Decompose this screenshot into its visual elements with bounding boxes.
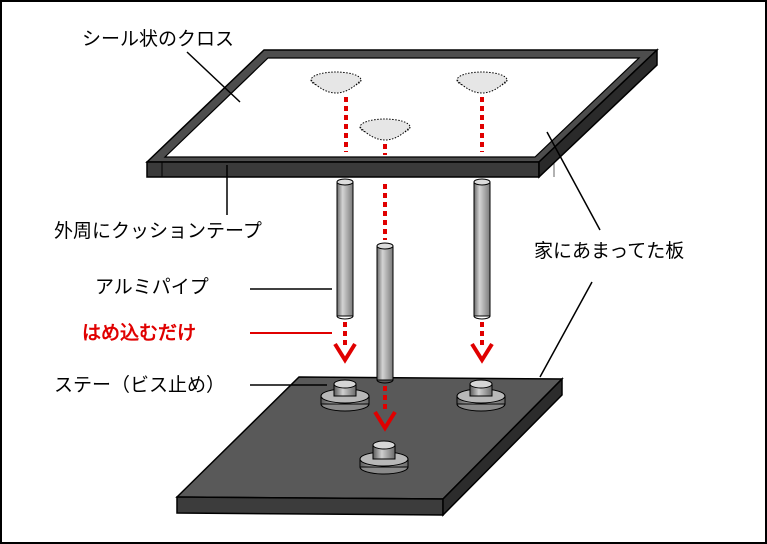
pipe-middle	[376, 242, 394, 384]
label-just-insert: はめ込むだけ	[82, 322, 197, 344]
stay-left	[320, 379, 370, 412]
label-stay: ステー（ビス止め）	[54, 374, 226, 396]
label-aluminum-pipe: アルミパイプ	[95, 276, 209, 298]
arrow-head-left	[333, 342, 357, 364]
cloth-cup-front	[359, 118, 411, 141]
label-cloth: シール状のクロス	[82, 28, 235, 50]
leader-line-board-upper	[546, 131, 601, 231]
pipe-right	[473, 178, 491, 320]
leader-line-board-lower	[539, 281, 593, 378]
cloth-cup-left	[310, 71, 362, 94]
stay-front	[359, 440, 409, 475]
cloth-cup-right	[456, 71, 508, 94]
stay-right	[456, 379, 506, 412]
pipe-left	[336, 178, 354, 320]
label-board: 家にあまってた板	[534, 240, 685, 262]
cloth-frame	[145, 48, 659, 179]
leader-line-cloth	[186, 51, 241, 103]
arrow-head-right	[470, 342, 494, 364]
arrow-head-front	[373, 410, 397, 432]
label-cushion-tape: 外周にクッションテープ	[54, 220, 262, 242]
